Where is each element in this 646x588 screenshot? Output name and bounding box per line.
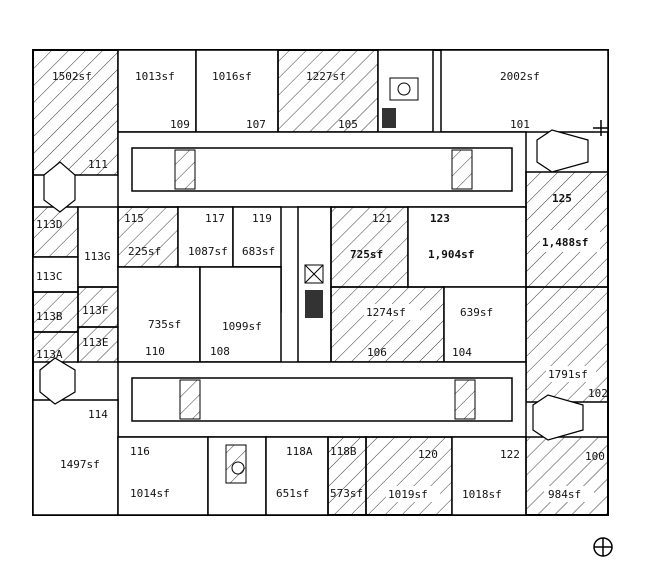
svg-text:113C: 113C — [36, 270, 63, 283]
svg-text:113G: 113G — [84, 250, 111, 263]
svg-text:113D: 113D — [36, 218, 63, 231]
room-125: 125 1,488sf — [525, 171, 609, 288]
svg-text:106: 106 — [367, 346, 387, 359]
svg-text:1014sf: 1014sf — [130, 487, 170, 500]
svg-text:101: 101 — [510, 118, 530, 131]
svg-text:110: 110 — [145, 345, 165, 358]
room-102: 1791sf 102 — [525, 286, 609, 403]
room-113f: 113F — [77, 286, 119, 328]
svg-text:100: 100 — [585, 450, 605, 463]
vestibule-right-top — [536, 129, 589, 173]
svg-text:1227sf: 1227sf — [306, 70, 346, 83]
room-118b: 118B 573sf — [327, 436, 367, 516]
room-106: 1274sf 106 — [330, 286, 445, 363]
room-113b: 113B — [32, 291, 79, 333]
svg-text:2002sf: 2002sf — [500, 70, 540, 83]
svg-text:113F: 113F — [82, 304, 109, 317]
svg-text:113B: 113B — [36, 310, 63, 323]
svg-text:735sf: 735sf — [148, 318, 181, 331]
svg-text:113A: 113A — [36, 348, 63, 361]
svg-text:1,488sf: 1,488sf — [542, 236, 588, 249]
svg-text:114: 114 — [88, 408, 108, 421]
room-111-label: 111 — [88, 158, 108, 171]
svg-text:123: 123 — [430, 212, 450, 225]
svg-text:107: 107 — [246, 118, 266, 131]
room-101: 2002sf 101 — [440, 49, 609, 133]
svg-text:683sf: 683sf — [242, 245, 275, 258]
room-1502: 1502sf — [32, 49, 119, 176]
svg-text:1013sf: 1013sf — [135, 70, 175, 83]
stair-upper-right — [451, 149, 473, 190]
room-104: 639sf 104 — [443, 286, 527, 363]
svg-text:1497sf: 1497sf — [60, 458, 100, 471]
svg-text:725sf: 725sf — [350, 248, 383, 261]
room-100: 100 984sf — [525, 436, 609, 516]
room-118a: 118A 651sf — [265, 436, 329, 516]
stair-upper-left — [174, 149, 196, 190]
svg-text:1502sf: 1502sf — [52, 70, 92, 83]
svg-text:1791sf: 1791sf — [548, 368, 588, 381]
svg-text:119: 119 — [252, 212, 272, 225]
svg-text:118B: 118B — [330, 445, 357, 458]
svg-text:120: 120 — [418, 448, 438, 461]
svg-text:1018sf: 1018sf — [462, 488, 502, 501]
svg-text:1087sf: 1087sf — [188, 245, 228, 258]
room-113c: 113C — [32, 256, 79, 293]
room-122: 122 1018sf — [451, 436, 527, 516]
room-109: 1013sf 109 — [117, 49, 197, 133]
room-107: 1016sf 107 — [195, 49, 279, 133]
stair-lower-left — [179, 379, 201, 420]
room-113g: 113G — [77, 206, 119, 288]
room-119: 119 683sf — [232, 206, 282, 268]
svg-text:651sf: 651sf — [276, 487, 309, 500]
compass-icon — [593, 537, 613, 557]
svg-text:109: 109 — [170, 118, 190, 131]
svg-text:1016sf: 1016sf — [212, 70, 252, 83]
svg-text:639sf: 639sf — [460, 306, 493, 319]
svg-text:984sf: 984sf — [548, 488, 581, 501]
room-110: 735sf 110 — [117, 266, 201, 363]
stair-core-top — [377, 49, 434, 133]
stair-core-center — [297, 206, 332, 363]
svg-text:1019sf: 1019sf — [388, 488, 428, 501]
room-121: 121 725sf — [330, 206, 409, 288]
svg-text:225sf: 225sf — [128, 245, 161, 258]
room-105: 1227sf 105 — [277, 49, 379, 133]
svg-text:1274sf: 1274sf — [366, 306, 406, 319]
svg-text:105: 105 — [338, 118, 358, 131]
stair-lower-right — [454, 379, 476, 420]
room-108: 1099sf 108 — [199, 266, 282, 363]
svg-text:573sf: 573sf — [330, 487, 363, 500]
room-123: 123 1,904sf — [407, 206, 527, 288]
stair-core-bottom — [207, 436, 267, 516]
compass-icon-top — [593, 120, 609, 136]
room-116: 116 1014sf — [117, 436, 209, 516]
svg-text:108: 108 — [210, 345, 230, 358]
svg-text:117: 117 — [205, 212, 225, 225]
svg-text:102: 102 — [588, 387, 608, 400]
vestibule-left-bottom — [39, 357, 76, 405]
room-115: 115 225sf — [117, 206, 179, 268]
svg-text:121: 121 — [372, 212, 392, 225]
svg-text:104: 104 — [452, 346, 472, 359]
room-120: 120 1019sf — [365, 436, 453, 516]
room-113d: 113D — [32, 206, 79, 258]
svg-text:1,904sf: 1,904sf — [428, 248, 474, 261]
room-117: 117 1087sf — [177, 206, 234, 268]
vestibule-left-top — [43, 161, 76, 213]
room-114: 114 1497sf — [32, 399, 119, 516]
svg-text:1099sf: 1099sf — [222, 320, 262, 333]
room-113e: 113E — [77, 326, 119, 363]
svg-text:125: 125 — [552, 192, 572, 205]
svg-text:116: 116 — [130, 445, 150, 458]
svg-text:118A: 118A — [286, 445, 313, 458]
svg-text:122: 122 — [500, 448, 520, 461]
room-113a: 113A — [32, 331, 79, 363]
svg-text:115: 115 — [124, 212, 144, 225]
vestibule-right — [532, 394, 584, 441]
svg-text:113E: 113E — [82, 336, 109, 349]
